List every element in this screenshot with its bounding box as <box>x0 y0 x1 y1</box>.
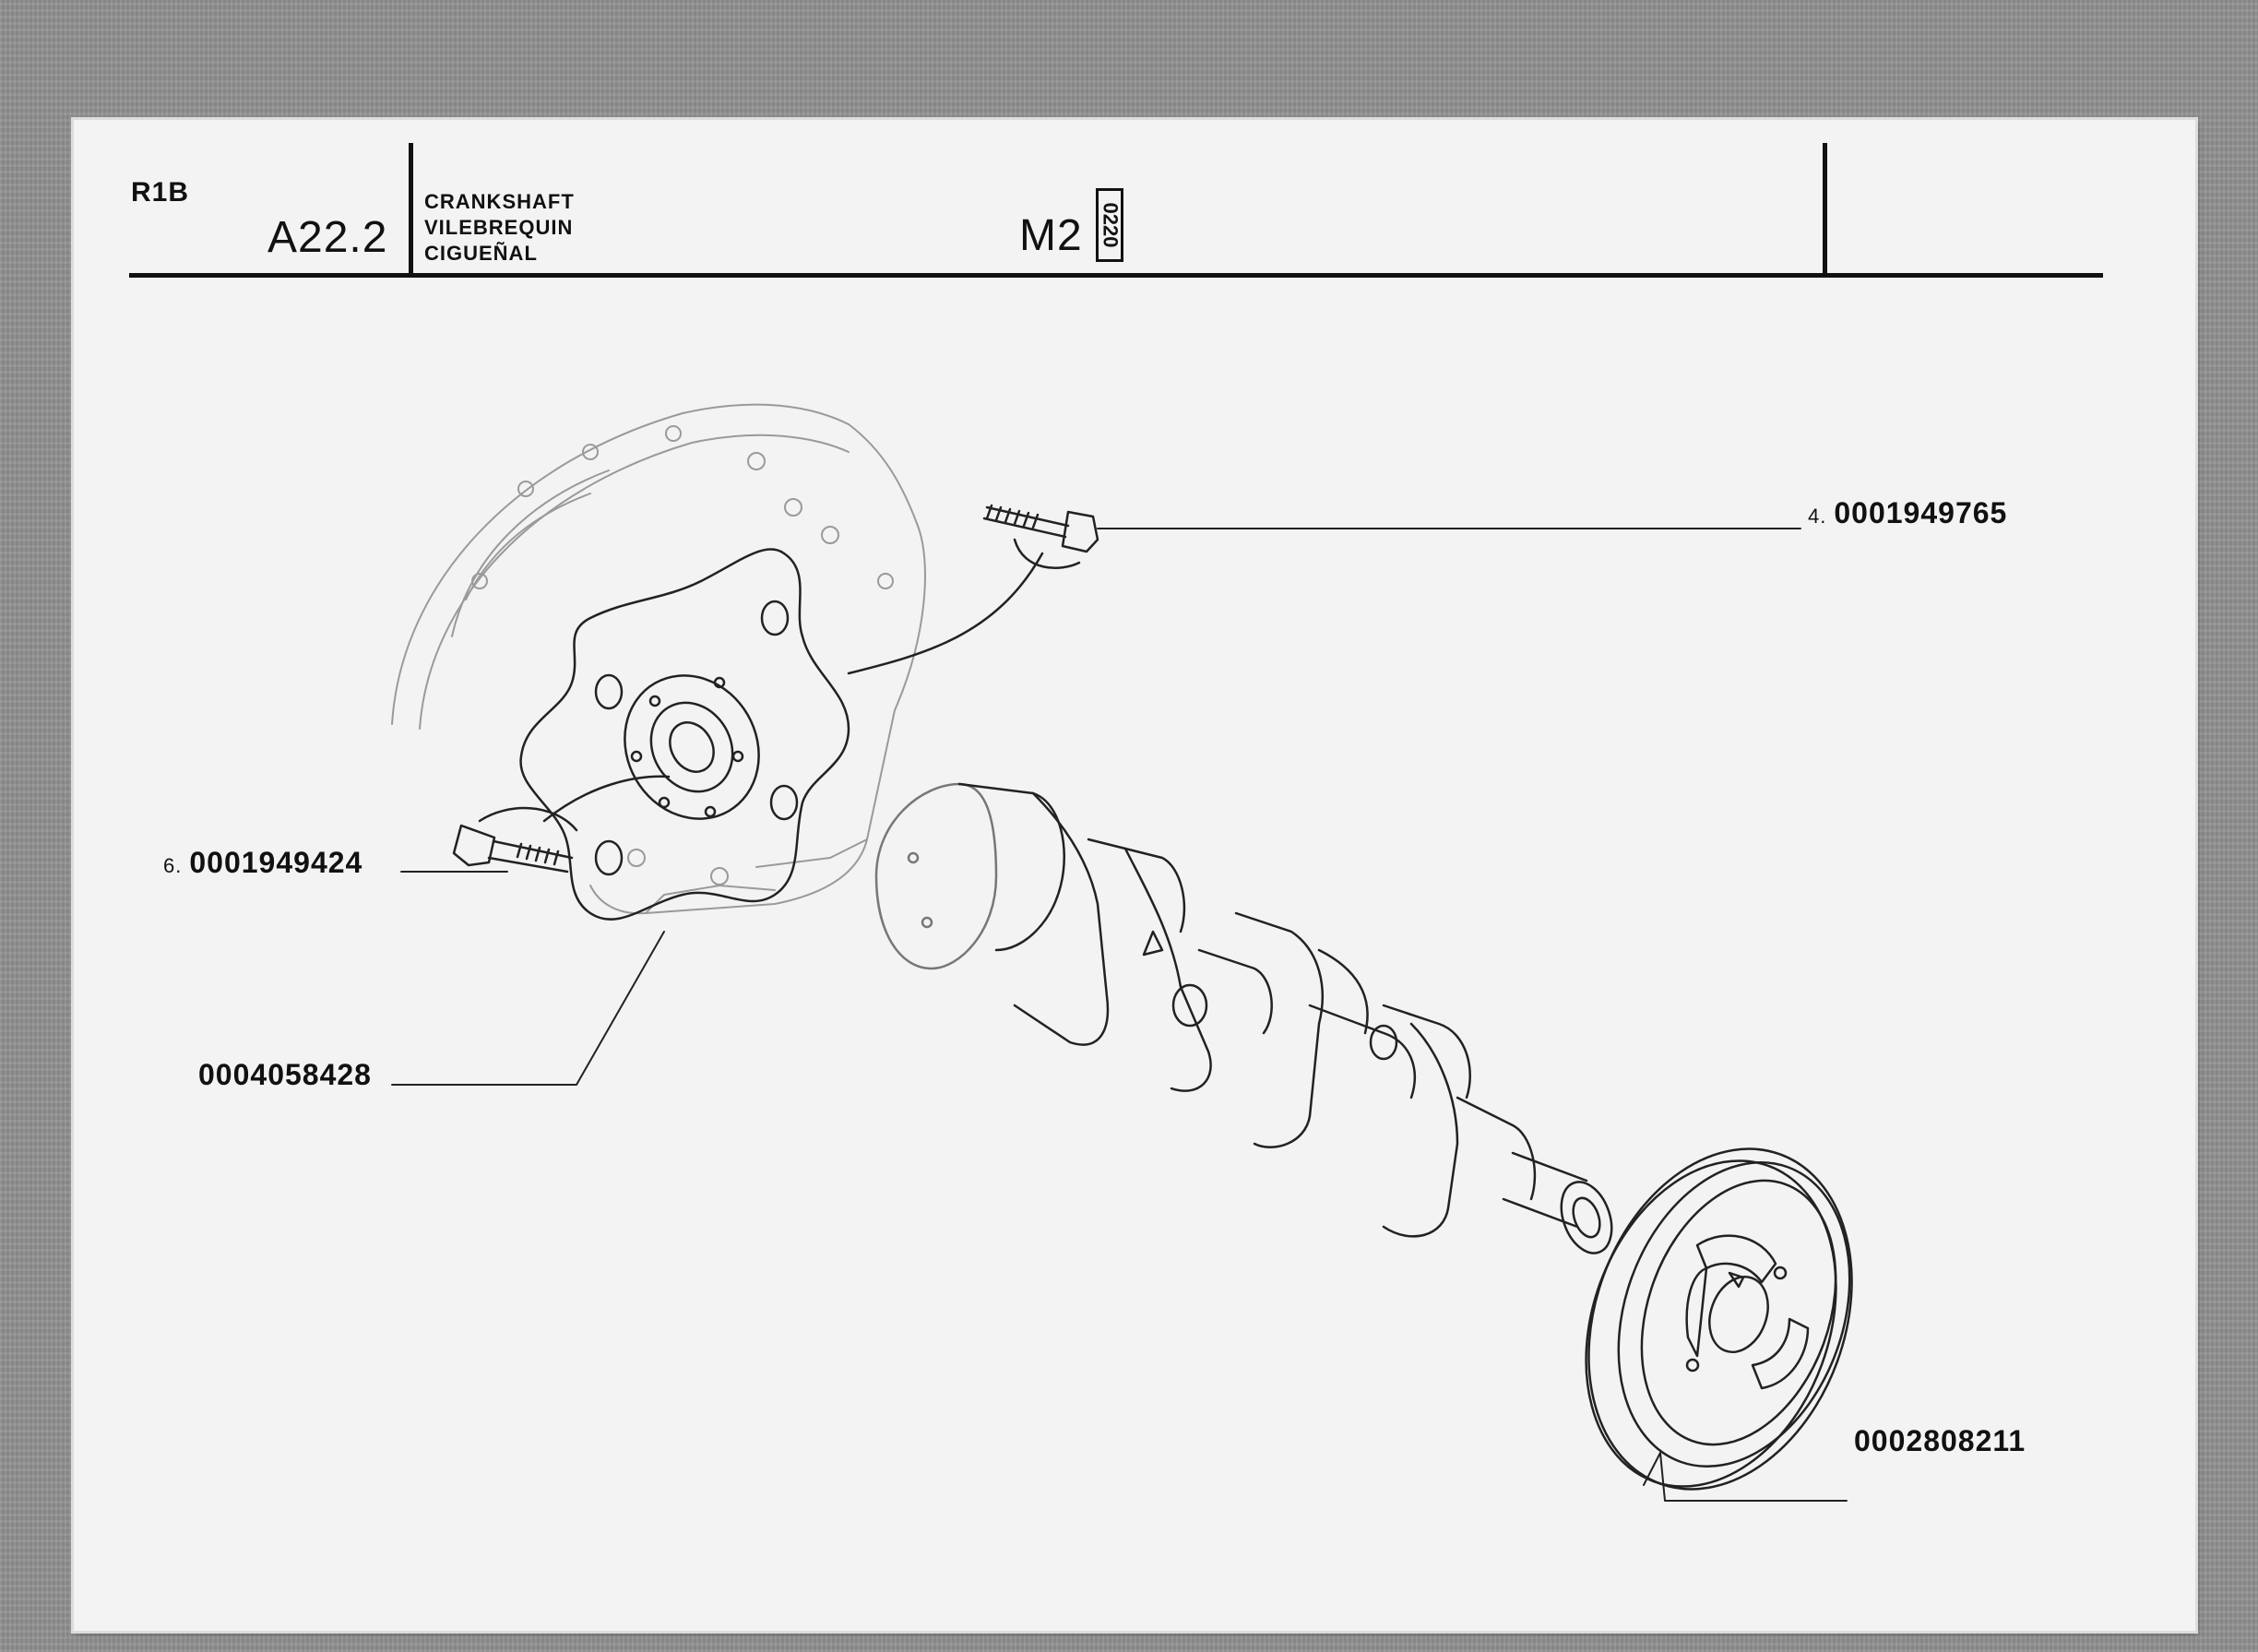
title-spanish: CIGUEÑAL <box>424 242 538 265</box>
part-label-pulley: 0002808211 <box>1854 1424 2026 1457</box>
header-rule <box>129 273 2103 278</box>
bolt-part-6 <box>452 775 671 874</box>
parts-catalog-sheet: R1B A22.2 CRANKSHAFT VILEBREQUIN CIGUEÑA… <box>74 120 2195 1631</box>
title-french: VILEBREQUIN <box>424 216 574 239</box>
crankshaft <box>874 782 1613 1254</box>
section-number: A22.2 <box>267 213 388 262</box>
title-english: CRANKSHAFT <box>424 190 575 213</box>
part-label-flex-plate: 0004058428 <box>198 1058 372 1091</box>
header-divider-right <box>1823 143 1827 277</box>
exploded-view-drawing <box>391 403 1853 1502</box>
catalog-code: R1B <box>131 177 190 208</box>
bolt-part-4 <box>847 504 1099 675</box>
engine-block-outline <box>391 403 926 915</box>
header-divider-left <box>409 143 413 277</box>
part-label-6: 6.0001949424 <box>163 846 363 879</box>
leader-lines <box>391 528 1848 1502</box>
page-stamp: 0220 <box>1096 188 1123 262</box>
crankshaft-pulley <box>1585 1147 1853 1491</box>
group-code: M2 <box>1019 211 1083 260</box>
flex-plate-hub <box>519 548 850 921</box>
part-label-4: 4.0001949765 <box>1808 496 2008 529</box>
